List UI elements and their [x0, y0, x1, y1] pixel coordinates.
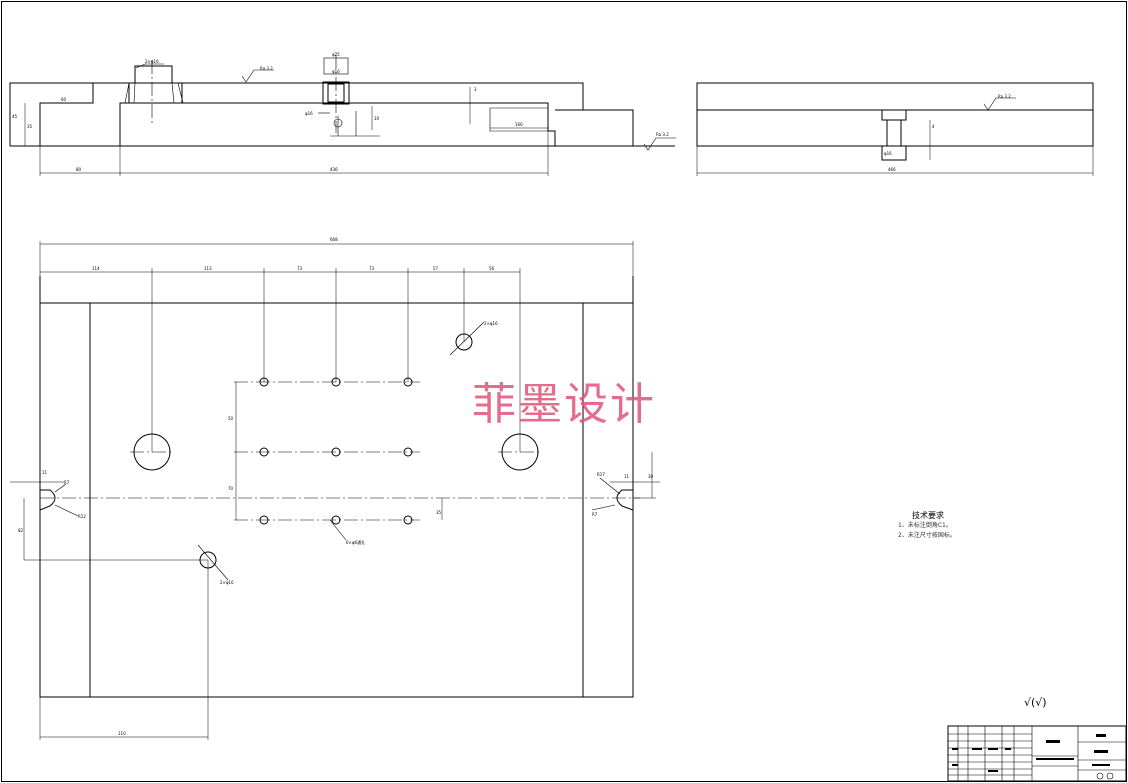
- front-bore-inner: φ16: [332, 69, 340, 74]
- title-block: [947, 725, 1127, 782]
- side-roughness: Ra 3.2: [998, 94, 1011, 99]
- technical-notes: 技术要求 1、未标注倒角C1。 2、未注尺寸按国标。: [898, 510, 956, 541]
- front-right-roughness: Ra 3.2: [656, 132, 669, 137]
- side-dim-bottom: 466: [888, 167, 896, 172]
- plan-d113: 113: [204, 266, 212, 271]
- notes-heading: 技术要求: [912, 511, 944, 520]
- plan-d73b: 73: [369, 266, 375, 271]
- hole-grid: [234, 377, 420, 525]
- plan-r-left-top: R7: [64, 480, 70, 485]
- front-left-inner: 35: [27, 124, 33, 129]
- plan-r-right-bot: R7: [592, 512, 598, 517]
- side-dim-4: 4: [932, 124, 935, 129]
- plan-overall: 668: [330, 237, 338, 242]
- front-chamfer-callout: 2×φ16: [145, 59, 159, 64]
- front-view-labels: 2×φ16 Ra 3.2 φ25 φ16 φ16 3 60 80 436 166…: [12, 52, 669, 172]
- plan-d57: 57: [433, 266, 439, 271]
- front-dim-166: 166: [515, 122, 523, 127]
- note-item-2: 2、未注尺寸按国标。: [898, 532, 956, 539]
- plan-d11-right: 11: [624, 474, 630, 479]
- plan-d30-right: 30: [648, 474, 654, 479]
- front-top-roughness: Ra 3.2: [260, 66, 273, 71]
- front-depth: 3: [474, 87, 477, 92]
- plan-r-right-top: R17: [597, 472, 605, 477]
- side-view-labels: Ra 3.2 4 466 φ16: [884, 94, 1011, 172]
- plan-hole-tr: 2×φ16: [484, 321, 498, 326]
- plan-d73a: 73: [297, 266, 303, 271]
- plan-v70: 70: [228, 486, 234, 491]
- plan-view: [10, 241, 660, 740]
- plan-left-h: 82: [18, 528, 24, 533]
- front-dim-80: 80: [76, 167, 82, 172]
- note-item-1: 1、未标注倒角C1。: [898, 522, 952, 529]
- front-dim-436: 436: [330, 167, 338, 172]
- plan-d56: 56: [489, 266, 495, 271]
- roughness-symbol: √(√): [1024, 696, 1047, 709]
- side-bore: φ16: [884, 151, 892, 156]
- front-left-h: 45: [12, 114, 18, 119]
- plan-hole-bl: 2×φ16: [220, 580, 234, 585]
- plan-v35: 35: [436, 510, 442, 515]
- front-view: [9, 55, 676, 176]
- plan-d11-left: 11: [42, 470, 48, 475]
- plan-r-left-mid: R12: [78, 514, 86, 519]
- watermark-text: 菲墨设计: [472, 379, 656, 430]
- front-bore-top: φ25: [332, 52, 340, 57]
- plan-hole-row: 6×φ6通孔: [346, 539, 365, 545]
- front-dim-h: 10: [374, 116, 380, 121]
- front-dim-60: 60: [61, 97, 67, 102]
- plan-view-labels: 668 114 113 73 73 57 56 2×φ16 50 70 35 6…: [18, 237, 654, 736]
- plan-bottom-dim: 110: [118, 731, 126, 736]
- front-hole-callout: φ16: [305, 111, 313, 116]
- plan-v50: 50: [228, 416, 234, 421]
- plan-d114: 114: [92, 266, 100, 271]
- side-view: [696, 82, 1094, 176]
